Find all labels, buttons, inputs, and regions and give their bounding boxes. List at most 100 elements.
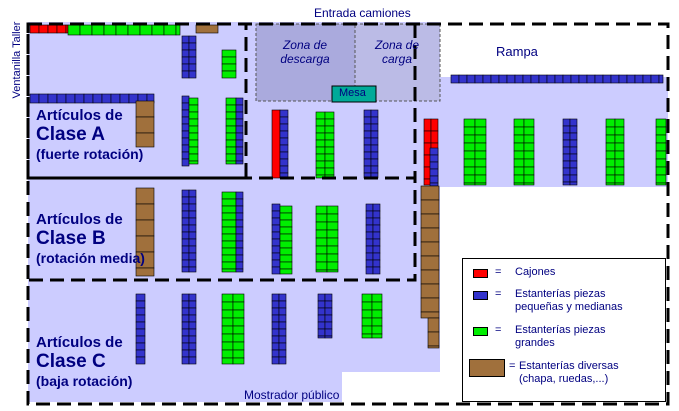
shelf-cell (429, 147, 439, 156)
shelf-cell (135, 300, 146, 309)
shelf-cell (225, 146, 237, 155)
shelf-cell (372, 224, 381, 233)
shelf-cell (279, 109, 289, 118)
shelf-cell (181, 151, 190, 160)
shelf-cell (655, 126, 667, 136)
shelf-cell (232, 293, 245, 303)
shelf-pequenas-rampa (450, 74, 664, 84)
shelf-cell (279, 130, 289, 139)
shelf-cell (278, 307, 287, 316)
shelf-cell (221, 198, 237, 207)
shelf-cell (562, 167, 571, 176)
shelf-cell (271, 300, 280, 309)
shelf-cell (315, 261, 328, 271)
shelf-cell (181, 224, 190, 233)
shelf-cell (235, 268, 244, 273)
clase-b-label: Artículos de Clase B (rotación media) (36, 211, 145, 266)
shelf-cell (221, 293, 234, 303)
shelf-cell (235, 118, 244, 127)
shelf-cell (370, 151, 379, 160)
shelf-cell (271, 210, 281, 219)
shelf-cell (188, 266, 197, 273)
shelf-cell (371, 293, 383, 303)
shelf-cell (221, 261, 237, 270)
shelf-cell (317, 300, 326, 309)
shelf-cell (420, 269, 440, 285)
shelf-cell (188, 49, 197, 58)
shelf-cell (188, 111, 199, 120)
shelf-cell (655, 158, 667, 168)
shelf-cell (365, 252, 374, 261)
shelf-cell (221, 56, 237, 65)
shelf-cell (135, 307, 146, 316)
shelf-cell (605, 166, 616, 176)
shelf-cell (562, 153, 571, 162)
shelf-cell (315, 146, 326, 155)
shelf-cell (361, 293, 373, 303)
shelf-cell (365, 203, 374, 212)
shelf-cell (181, 35, 190, 44)
legend-text-pequenas: Estanterías piezas pequeñas y medianas (515, 288, 623, 314)
shelf-cell (569, 139, 578, 148)
shelf-grandes-r1 (463, 118, 487, 186)
shelf-cell (135, 335, 146, 344)
shelf-cell (420, 255, 440, 271)
shelf-cell (225, 160, 237, 165)
shelf-diversas-b1 (135, 187, 155, 277)
shelf-cell (372, 266, 381, 275)
shelf-grandes-a4 (315, 111, 335, 179)
shelf-cell (181, 109, 190, 118)
shelf-cell (423, 118, 432, 132)
shelf-grandes-a3 (225, 97, 237, 165)
shelf-cell (427, 331, 440, 347)
shelf-cell (221, 219, 237, 228)
shelf-cell (546, 74, 556, 84)
shelf-cell (225, 139, 237, 148)
shelf-cell (115, 24, 129, 36)
floor-cutout-bottom (342, 372, 440, 402)
shelf-grandes-r3 (605, 118, 625, 186)
shelf-cell (605, 142, 616, 152)
shelf-cell (221, 333, 234, 343)
shelf-cell (522, 74, 532, 84)
shelf-cell (221, 70, 237, 79)
shelf-cell (594, 74, 604, 84)
shelf-cell (361, 325, 373, 335)
shelf-cell (119, 93, 130, 104)
legend-diversas-line2: (chapa, ruedas,...) (519, 373, 609, 385)
shelf-cell (74, 93, 85, 104)
shelf-cell (365, 266, 374, 275)
clase-b-line1: Artículos de (36, 211, 123, 228)
shelf-cell (271, 231, 281, 240)
shelf-cell (538, 74, 548, 84)
clase-b-line3: (rotación media) (36, 250, 145, 266)
shelf-cell (371, 301, 383, 311)
shelf-cell (650, 74, 660, 84)
mostrador-label: Mostrador público (244, 388, 340, 402)
shelf-cell (317, 335, 326, 339)
shelf-cell (221, 301, 234, 311)
shelf-cell (188, 217, 197, 226)
shelf-cell (181, 238, 190, 247)
shelf-grandes-a2 (188, 97, 199, 165)
outer-boundary (26, 22, 670, 406)
shelf-grandes-b1 (221, 191, 237, 273)
shelf-cell (315, 221, 328, 231)
shelf-cell (279, 137, 289, 146)
shelf-cell (513, 158, 525, 168)
shelf-cell (225, 118, 237, 127)
shelf-cell (315, 132, 326, 141)
shelf-cell (279, 165, 289, 174)
shelf-cell (235, 146, 244, 155)
shelf-cell (110, 93, 121, 104)
shelf-cell (271, 293, 280, 302)
shelf-cell (188, 342, 197, 351)
shelf-cell (278, 314, 287, 323)
shelf-cell (474, 174, 487, 184)
shelf-pequenas-b2 (235, 191, 244, 273)
shelf-grandes-c2 (361, 293, 383, 339)
shelf-cell (363, 123, 372, 132)
mesa-label: Mesa (339, 87, 366, 99)
shelf-cell (605, 150, 616, 160)
clase-a-line3: (fuerte rotación) (36, 146, 144, 162)
